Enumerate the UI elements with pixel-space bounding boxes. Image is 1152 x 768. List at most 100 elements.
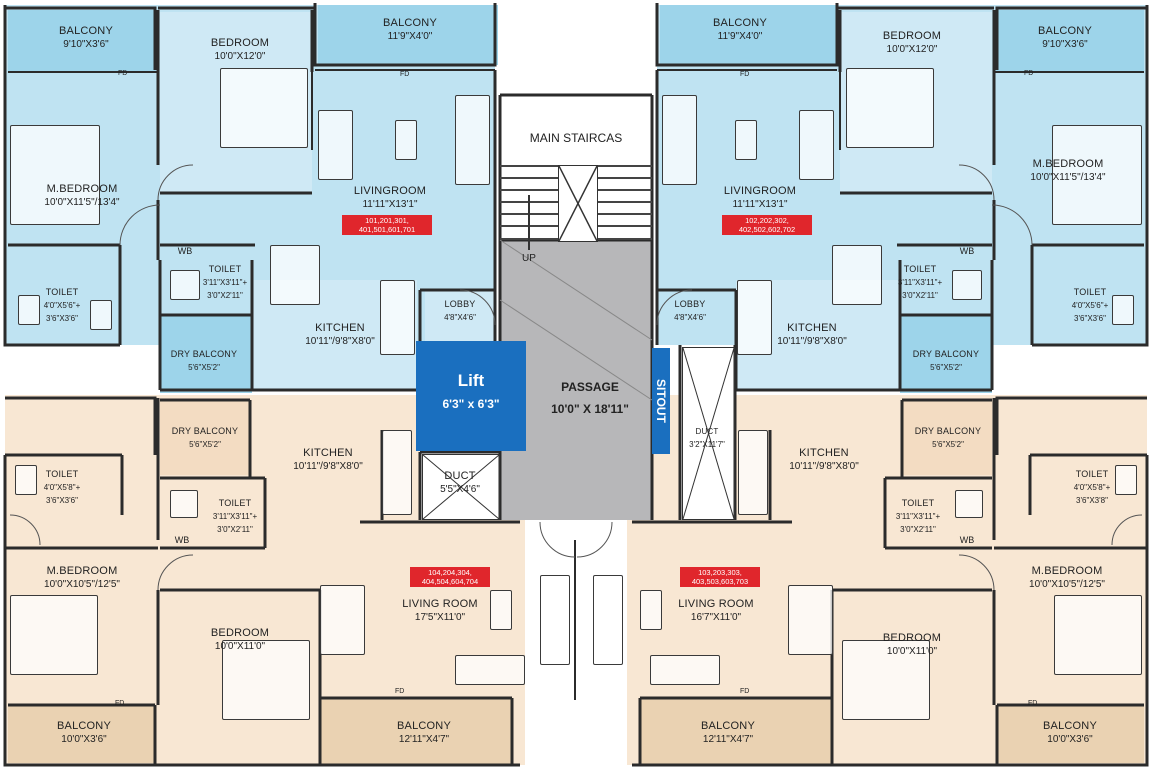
lift-size: 6'3" x 6'3" bbox=[442, 397, 500, 411]
fd-label: FD bbox=[1024, 70, 1034, 77]
wc-icon bbox=[90, 300, 112, 330]
tl-wb: WB bbox=[177, 246, 193, 256]
sofa-icon bbox=[540, 575, 570, 665]
bed-icon bbox=[222, 640, 310, 720]
bed-icon bbox=[842, 640, 930, 720]
fd-label: FD bbox=[1028, 700, 1038, 707]
wash-basin-icon bbox=[955, 490, 983, 518]
fd-label: FD bbox=[740, 71, 750, 78]
up-arrow bbox=[528, 195, 530, 250]
wc-icon bbox=[15, 465, 37, 495]
sofa-icon bbox=[593, 575, 623, 665]
br-wb: WB bbox=[959, 535, 975, 545]
sitout: SITOUT bbox=[652, 348, 670, 454]
bed-icon bbox=[1052, 125, 1142, 225]
chair-icon bbox=[799, 110, 834, 180]
flat-tr-balcony-1 bbox=[660, 5, 838, 65]
lift: Lift 6'3" x 6'3" bbox=[416, 341, 526, 451]
fd-label: FD bbox=[740, 688, 750, 695]
sofa-icon bbox=[662, 95, 697, 185]
flat-br-dry-fill bbox=[902, 400, 992, 475]
duct-left bbox=[422, 454, 500, 520]
flat-tr-dry-fill bbox=[900, 315, 992, 393]
chair-icon bbox=[650, 655, 720, 685]
bed-icon bbox=[10, 595, 98, 675]
counter-icon bbox=[380, 280, 415, 355]
table-icon bbox=[490, 590, 512, 630]
flat-br-balcony-2 bbox=[996, 705, 1144, 763]
chair-icon bbox=[455, 655, 525, 685]
flat-tl-balcony-2 bbox=[318, 5, 498, 65]
br-unit-tag: 103,203,303,403,503,603,703 bbox=[680, 567, 760, 587]
wash-basin-icon bbox=[952, 270, 982, 300]
bed-icon bbox=[1054, 595, 1142, 675]
wash-basin-icon bbox=[170, 270, 200, 300]
wc-icon bbox=[1115, 465, 1137, 495]
passage-label: PASSAGE bbox=[561, 380, 619, 394]
bed-icon bbox=[220, 68, 308, 148]
tr-unit-tag: 102,202,302,402,502,602,702 bbox=[722, 215, 812, 235]
passage-size: 10'0" X 18'11" bbox=[551, 402, 629, 416]
flat-tr-balcony-2 bbox=[996, 10, 1144, 72]
fd-label: FD bbox=[115, 700, 125, 707]
flat-bl-balcony-1 bbox=[8, 705, 156, 763]
chair-icon bbox=[318, 110, 353, 180]
dining-table-icon bbox=[270, 245, 320, 305]
counter-icon bbox=[382, 430, 412, 515]
wc-icon bbox=[1112, 295, 1134, 325]
table-icon bbox=[395, 120, 417, 160]
dining-table-icon bbox=[788, 585, 833, 655]
staircase-void bbox=[558, 165, 598, 242]
bed-icon bbox=[846, 68, 934, 148]
up-label: UP bbox=[522, 253, 536, 264]
fd-label: FD bbox=[395, 688, 405, 695]
fd-label: FD bbox=[400, 71, 410, 78]
dining-table-icon bbox=[320, 585, 365, 655]
table-icon bbox=[640, 590, 662, 630]
fd-label: FD bbox=[118, 70, 128, 77]
flat-bl-balcony-2 bbox=[320, 698, 512, 765]
bed-icon bbox=[10, 125, 100, 225]
flat-tl-dry-fill bbox=[160, 315, 252, 393]
flat-tl-balcony-1 bbox=[8, 10, 156, 72]
tl-unit-tag: 101,201,301,401,501,601,701 bbox=[342, 215, 432, 235]
bl-wb: WB bbox=[174, 535, 190, 545]
table-icon bbox=[735, 120, 757, 160]
lift-label: Lift bbox=[457, 371, 485, 390]
tr-wb: WB bbox=[959, 246, 975, 256]
counter-icon bbox=[738, 430, 768, 515]
passage: PASSAGE 10'0" X 18'11" bbox=[525, 380, 655, 416]
wash-basin-icon bbox=[170, 490, 198, 518]
